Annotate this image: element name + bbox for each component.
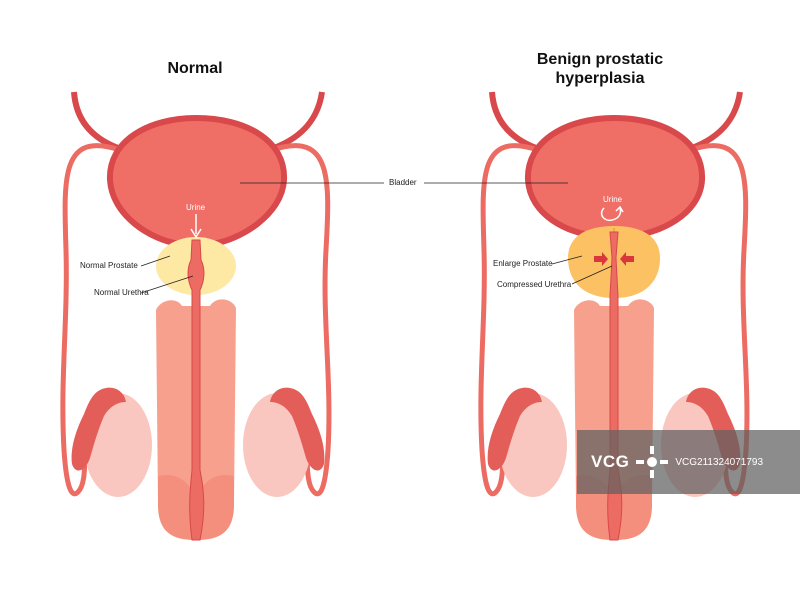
urine-swirl-arrowhead: [615, 205, 624, 213]
urethra-normal: [187, 239, 205, 541]
ureter-left: [71, 91, 125, 153]
label-compressed-urethra: Compressed Urethra: [497, 280, 572, 289]
title-bph-line2: hyperplasia: [555, 70, 645, 87]
compression-arrow-left-icon: [594, 252, 608, 266]
title-bph: Benign prostatic hyperplasia: [505, 50, 695, 88]
title-normal: Normal: [167, 60, 223, 77]
urine-swirl-icon: [600, 207, 622, 222]
label-normal-urethra: Normal Urethra: [94, 288, 149, 297]
label-normal-prostate: Normal Prostate: [80, 261, 138, 270]
label-enlarge-prostate: Enlarge Prostate: [493, 259, 553, 268]
epididymis-right-normal: [270, 387, 325, 471]
compression-arrow-right-icon: [620, 252, 634, 266]
watermark-id: VCG211324071793: [675, 456, 764, 468]
urine-arrowhead-normal: [190, 228, 202, 239]
label-bladder: Bladder: [389, 178, 417, 187]
ureter-left-bph: [489, 91, 543, 153]
ureter-right: [267, 91, 325, 153]
watermark-logo: VCG: [591, 452, 630, 471]
bladder-normal: [106, 114, 288, 247]
leader-enlarge-prostate: [551, 255, 583, 265]
leader-compressed-urethra: [571, 265, 613, 285]
leader-normal-prostate: [140, 255, 171, 267]
epididymis-left-normal: [71, 387, 126, 471]
watermark-mark-icon: [635, 445, 669, 479]
label-urine-bph: Urine: [603, 195, 623, 204]
watermark-banner: VCG VCG211324071793: [577, 430, 800, 494]
bladder-bph: [524, 114, 706, 239]
label-urine-normal: Urine: [186, 203, 206, 212]
normal-anatomy: [60, 91, 384, 541]
epididymis-left-bph: [487, 387, 542, 471]
ureter-right-bph: [685, 91, 743, 153]
title-bph-line1: Benign prostatic: [536, 51, 664, 68]
leader-normal-urethra: [140, 275, 194, 294]
